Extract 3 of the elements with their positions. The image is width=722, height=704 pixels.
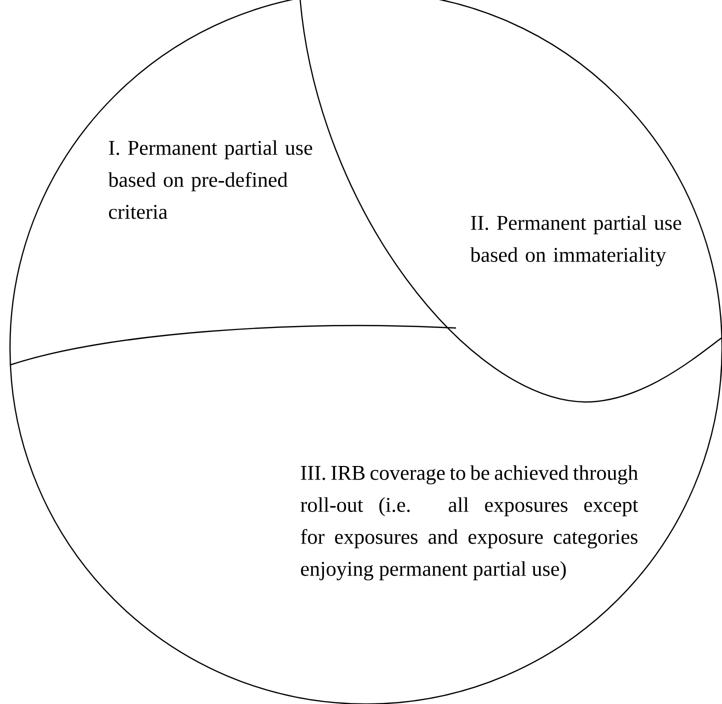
region-label: III. IRB coverage to be achieved through roll-out (i.e. all exposures except for exposures and exposure categories enjoying permanent partial use) (300, 465, 638, 580)
region-label: I. Permanent partial use based on pre-defined criteria (108, 140, 312, 219)
region-label: II. Permanent partial use based on immateriality (470, 215, 682, 266)
